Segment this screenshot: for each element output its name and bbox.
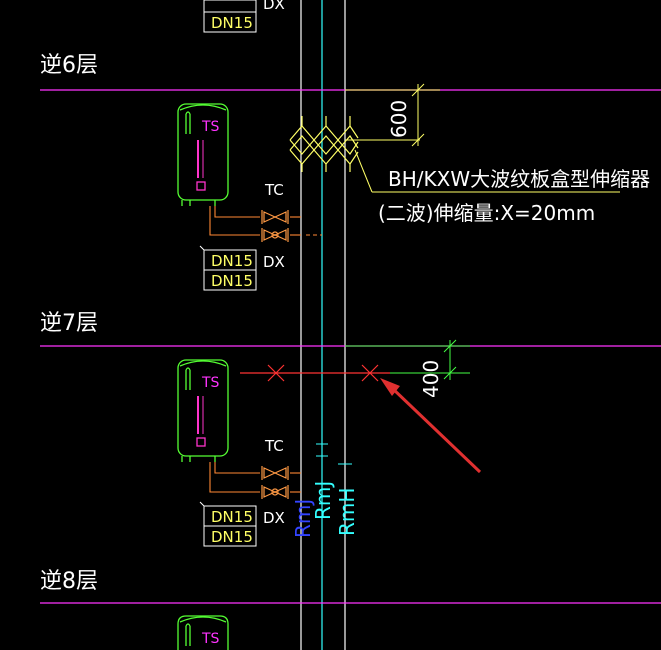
floor-label: 逆8层	[40, 569, 98, 594]
top-partial-unit: DN15 DX	[203, 0, 285, 33]
arrow-icon	[380, 378, 482, 474]
tank-label: TS	[201, 631, 220, 647]
floor-label: 逆7层	[40, 311, 98, 336]
gate-valve-icon	[261, 210, 289, 224]
dimension-label-upper: 600	[387, 100, 411, 138]
pipe-size-label: DN15	[211, 252, 253, 270]
pipe-fixture-x-icon	[267, 364, 285, 382]
pipe-size-label: DN15	[211, 528, 253, 546]
annotation-red	[240, 364, 390, 382]
water-heater-icon	[177, 615, 229, 650]
dimension-label-lower: 400	[419, 360, 443, 398]
tank-label: TS	[201, 119, 220, 135]
gate-valve-icon	[261, 466, 289, 480]
riser-labels: RmJ RmJ RmH	[291, 481, 359, 538]
gate-valve-icon	[261, 228, 289, 242]
riser-pipes	[300, 0, 346, 650]
pipe-size-label: DN15	[211, 272, 253, 290]
valve-label: TC	[264, 181, 284, 199]
riser-label: RmJ	[311, 481, 335, 520]
pipe-fixture-x-icon	[361, 364, 379, 382]
branch-pipes	[209, 206, 322, 236]
riser-label: RmJ	[291, 499, 315, 538]
pipe-size-label: DN15	[211, 508, 253, 526]
water-heater-unit: TS TC DX DN15 DN15	[177, 359, 301, 547]
riser-label: RmH	[335, 488, 359, 536]
dimension-lower	[345, 339, 470, 380]
water-heater-unit: TS TC DX DN15 DN15	[177, 103, 322, 291]
drain-label: DX	[263, 0, 285, 13]
gate-valve-icon	[261, 485, 289, 499]
floor-label: 逆6层	[40, 53, 98, 78]
valve-label: TC	[264, 437, 284, 455]
expansion-joint-note: (二波)伸缩量:X=20mm	[378, 201, 595, 225]
drain-label: DX	[263, 253, 285, 271]
drain-label: DX	[263, 509, 285, 527]
pipe-size-label: DN15	[211, 14, 253, 32]
water-heater-icon	[177, 103, 229, 206]
riser-label-brackets	[316, 443, 352, 465]
water-heater-icon	[177, 359, 229, 462]
expansion-joint-icon	[289, 116, 359, 172]
branch-pipes	[209, 462, 301, 493]
water-heater-unit: TS	[177, 615, 229, 650]
dimension-upper	[345, 83, 620, 193]
tank-label: TS	[201, 375, 220, 391]
expansion-joint-note: BH/KXW大波纹板盒型伸缩器	[388, 167, 650, 191]
